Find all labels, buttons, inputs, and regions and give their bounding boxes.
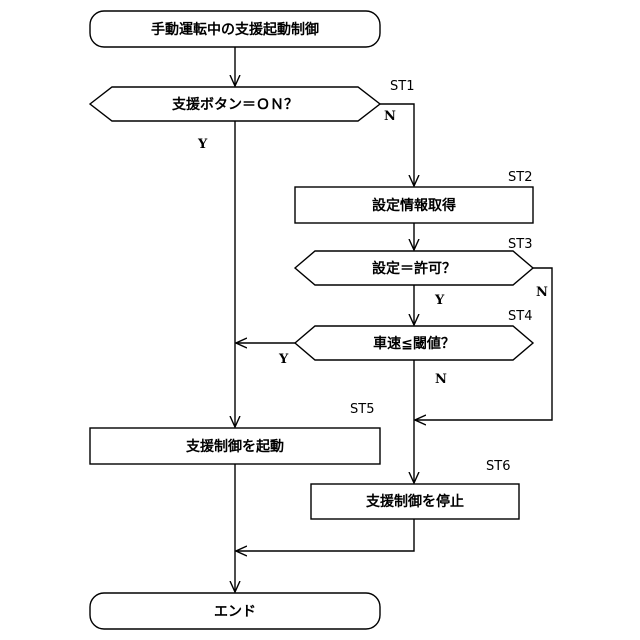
process-get-settings-label: 設定情報取得 bbox=[372, 197, 456, 214]
decision-support-button-label: 支援ボタン＝ＯＮ？ bbox=[171, 96, 298, 113]
decision-setting-allowed-label: 設定＝許可？ bbox=[372, 260, 456, 277]
decision-speed-threshold-label: 車速≦閾値？ bbox=[373, 335, 455, 352]
branch-label-d4-yes: Y bbox=[278, 352, 289, 367]
process-start-support-label: 支援制御を起動 bbox=[185, 438, 284, 455]
arrow-st6-to-main bbox=[236, 519, 414, 551]
step-label-st2: ST2 bbox=[508, 170, 532, 185]
step-label-st4: ST4 bbox=[508, 309, 532, 324]
branch-label-d1-no: N bbox=[384, 109, 396, 124]
step-label-st3: ST3 bbox=[508, 237, 532, 252]
step-label-st5: ST5 bbox=[350, 402, 374, 417]
start-label: 手動運転中の支援起動制御 bbox=[151, 21, 319, 38]
end-label: エンド bbox=[214, 604, 256, 620]
branch-label-d4-no: N bbox=[435, 372, 447, 387]
step-label-st1: ST1 bbox=[390, 79, 414, 94]
branch-label-d3-no: N bbox=[536, 285, 548, 300]
process-stop-support-label: 支援制御を停止 bbox=[365, 493, 464, 510]
branch-label-d3-yes: Y bbox=[434, 293, 445, 308]
step-label-st6: ST6 bbox=[486, 459, 510, 474]
branch-label-d1-yes: Y bbox=[197, 137, 208, 152]
